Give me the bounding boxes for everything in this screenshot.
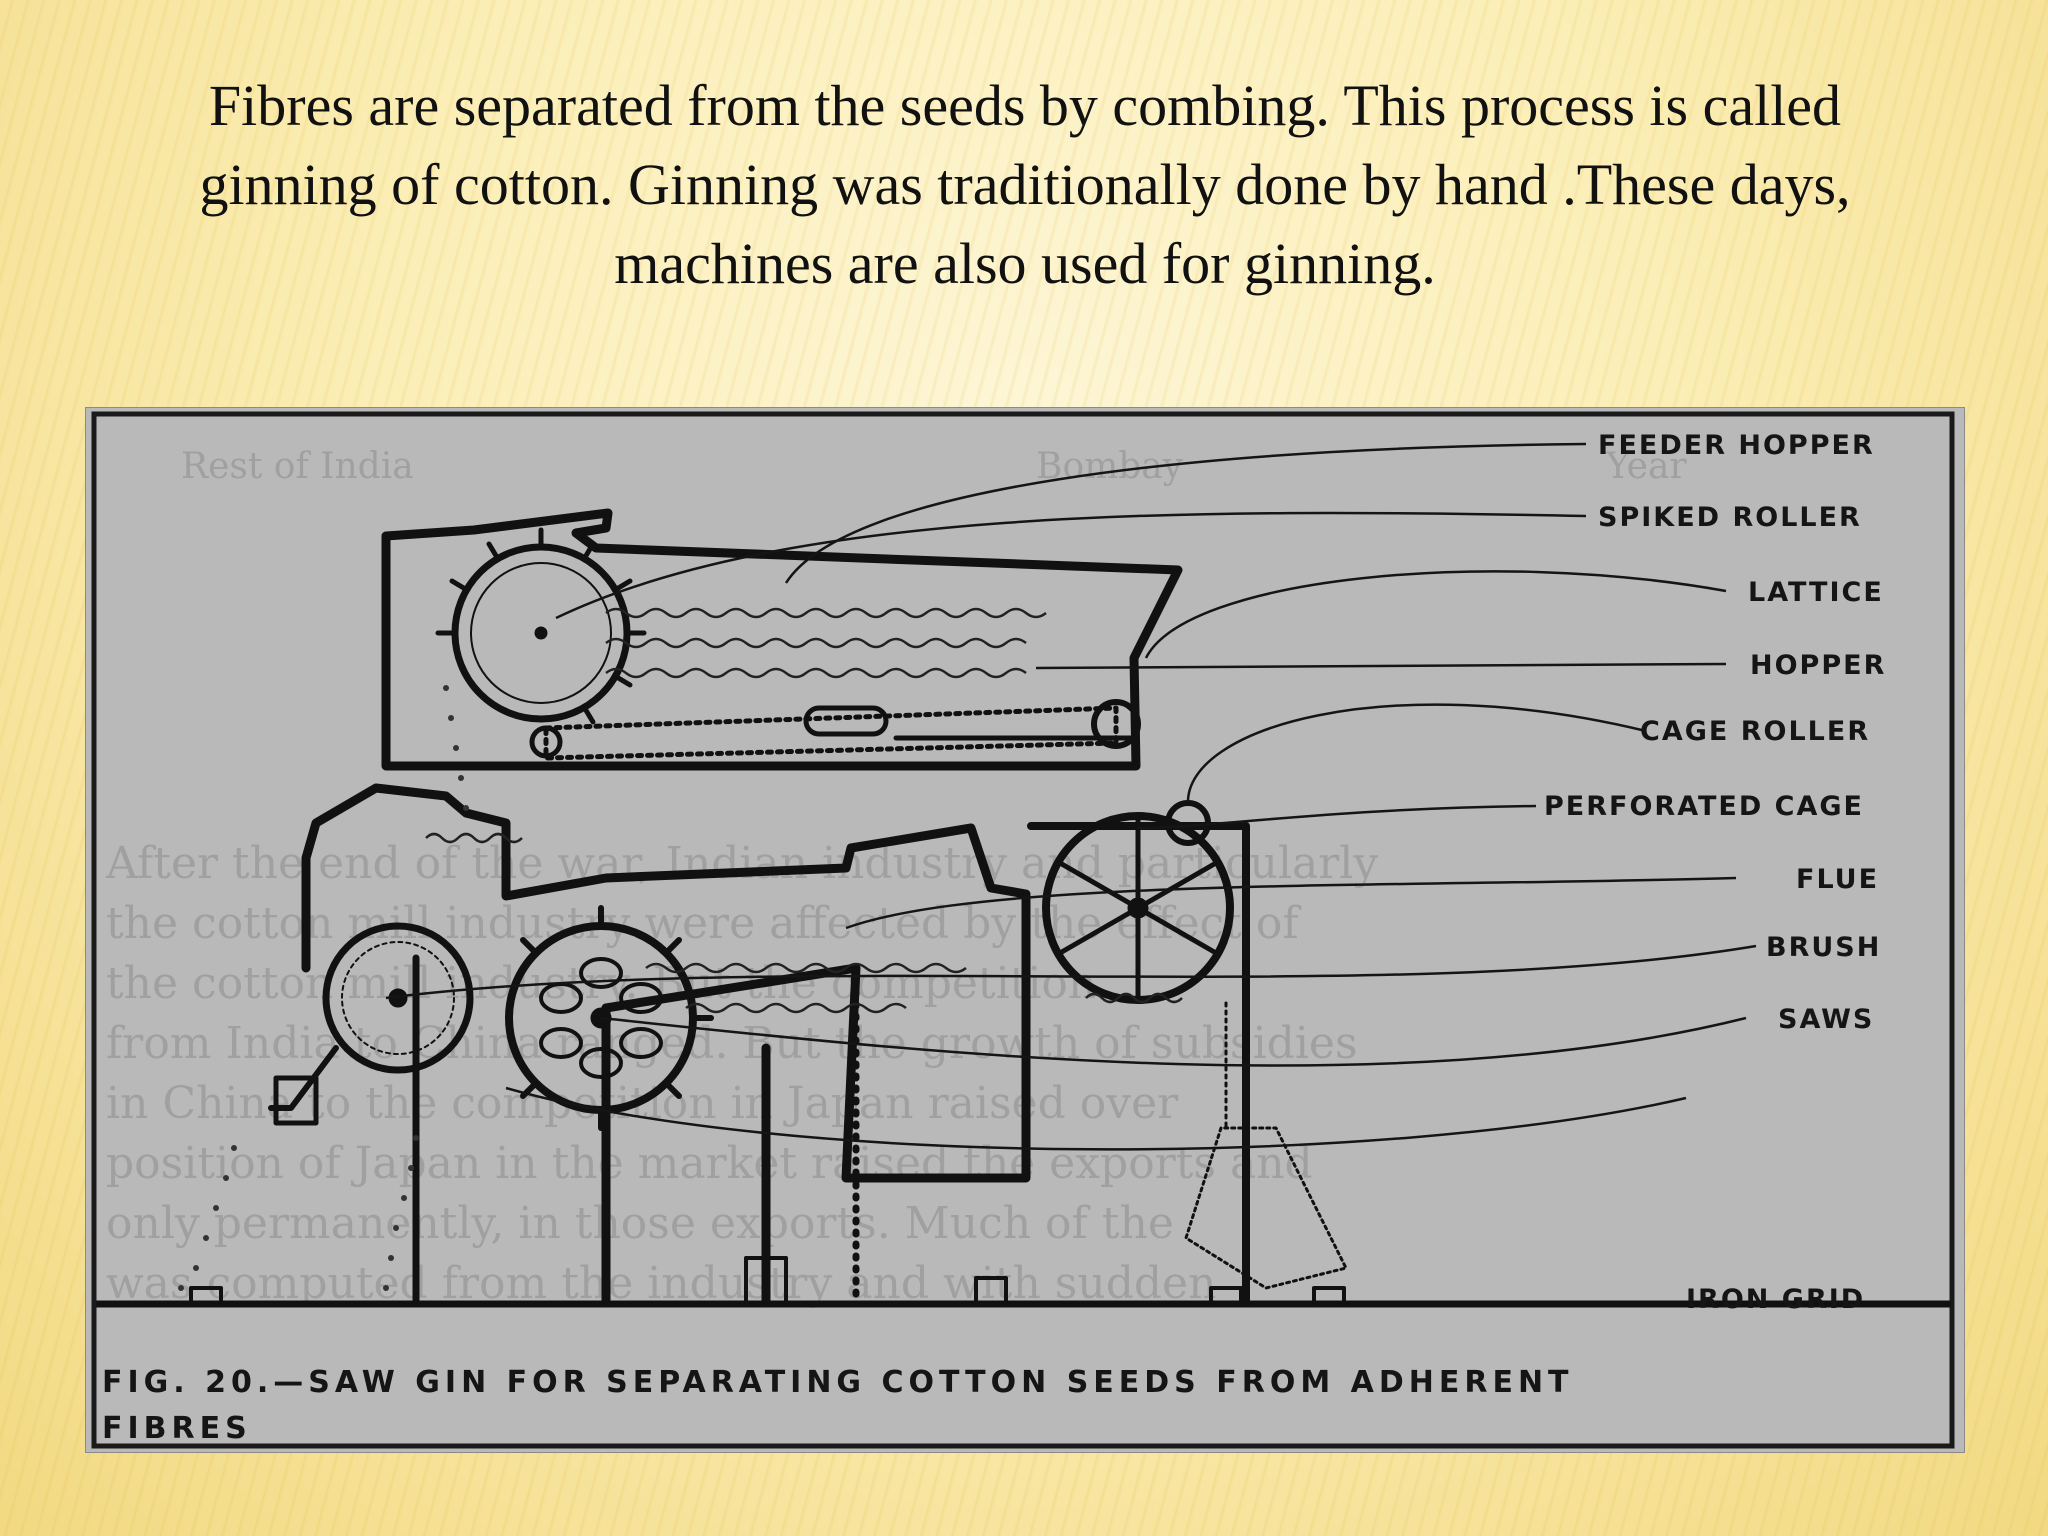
label-iron-grid: IRON GRID: [1686, 1284, 1865, 1315]
svg-text:After the end of the war, Indi: After the end of the war, Indian industr…: [105, 838, 1378, 889]
bleed-through-text: Rest of India Bombay Year After the end …: [105, 446, 1687, 1309]
label-saws: SAWS: [1778, 1004, 1874, 1035]
svg-text:from India to China ranged. Bu: from India to China ranged. But the grow…: [106, 1018, 1358, 1069]
spiked-roller-hub: [534, 626, 548, 640]
label-spiked-roller: SPIKED ROLLER: [1598, 502, 1862, 533]
svg-text:the cotton mill industry. But: the cotton mill industry. But the compet…: [106, 958, 1096, 1009]
cotton-fibres: [425, 607, 1183, 1014]
text-line-2: ginning of cotton. Ginning was tradition…: [199, 152, 1851, 217]
brush-wheel: [322, 922, 474, 1074]
svg-text:the cotton mill industry were: the cotton mill industry were affected b…: [106, 898, 1301, 949]
slide-body-text: Fibres are separated from the seeds by c…: [95, 66, 1955, 303]
label-hopper: HOPPER: [1750, 650, 1886, 681]
lattice-pulley-left: [529, 725, 563, 759]
label-lattice: LATTICE: [1748, 577, 1884, 608]
saw-gin-figure: Rest of India Bombay Year After the end …: [86, 408, 1964, 1452]
label-cage-roller: CAGE ROLLER: [1640, 716, 1870, 747]
figure-border: [91, 411, 1955, 1449]
label-flue: FLUE: [1796, 864, 1879, 895]
text-line-3: machines are also used for ginning.: [614, 231, 1436, 296]
label-feeder-hopper: FEEDER HOPPER: [1598, 430, 1875, 461]
svg-text:only permanently, in those exp: only permanently, in those exports. Much…: [106, 1198, 1174, 1249]
svg-text:position of Japan in the marke: position of Japan in the market raised t…: [106, 1138, 1313, 1189]
cotton-pile: [1184, 1126, 1348, 1290]
svg-text:Year: Year: [1605, 446, 1687, 487]
figure-caption-line-1: FIG. 20.—SAW GIN FOR SEPARATING COTTON S…: [102, 1365, 1574, 1400]
label-perforated-cage: PERFORATED CAGE: [1544, 791, 1864, 822]
upper-housing: [381, 508, 1183, 771]
lower-housing: [301, 783, 1031, 1273]
seed-dots: [178, 685, 469, 1291]
lattice-window: [803, 705, 889, 737]
svg-text:Rest of India: Rest of India: [181, 446, 414, 487]
lattice-pulley-right: [1091, 699, 1141, 749]
figure-caption-line-2: FIBRES: [102, 1411, 252, 1446]
cage-spokes: [1057, 815, 1219, 1001]
saw-cylinder-openings: [539, 957, 663, 1079]
part-labels: FEEDER HOPPER SPIKED ROLLER LATTICE HOPP…: [1544, 430, 1886, 1315]
saw-gin-diagram: Rest of India Bombay Year After the end …: [91, 411, 1955, 1449]
label-brush: BRUSH: [1766, 932, 1881, 963]
leader-lines: [385, 442, 1757, 1151]
spiked-roller-spikes: [435, 527, 647, 725]
text-line-1: Fibres are separated from the seeds by c…: [208, 73, 1842, 138]
